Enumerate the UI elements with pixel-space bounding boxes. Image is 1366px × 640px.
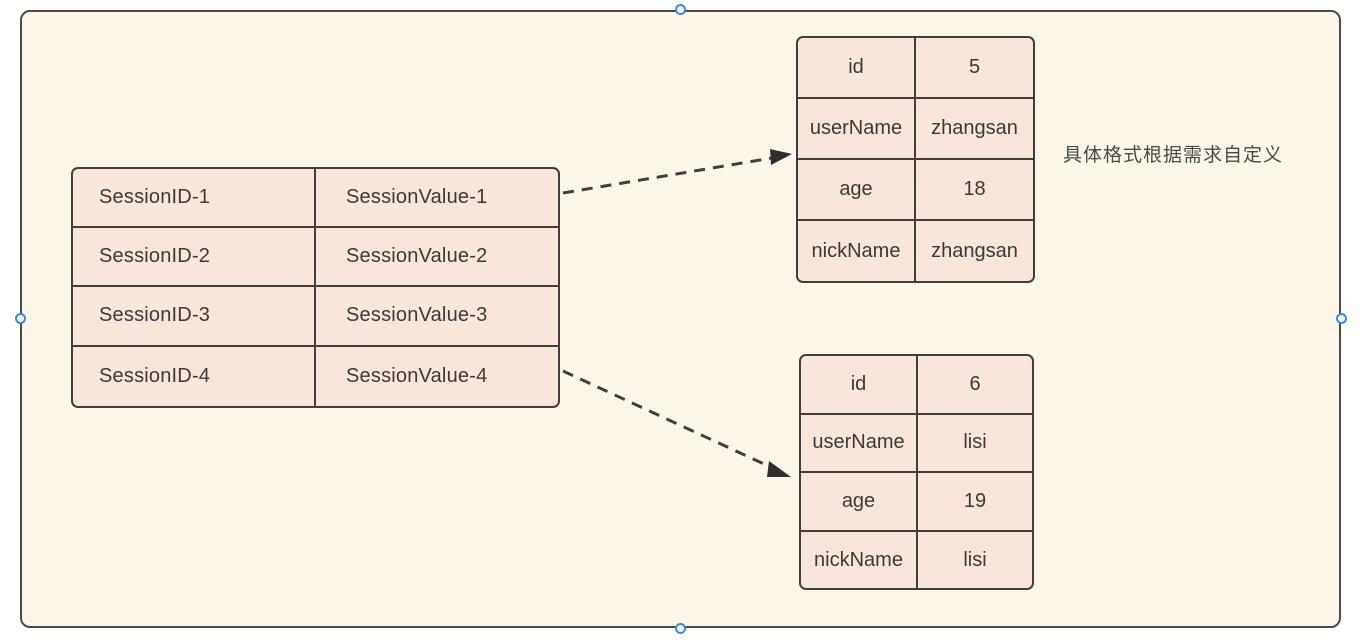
resize-handle-top[interactable] bbox=[675, 4, 686, 15]
field-value-cell: 18 bbox=[963, 178, 986, 200]
table-row[interactable]: SessionID-2 SessionValue-2 bbox=[73, 228, 558, 288]
table-row[interactable]: SessionID-3 SessionValue-3 bbox=[73, 287, 558, 347]
session-store-table[interactable]: SessionID-1 SessionValue-1 SessionID-2 S… bbox=[71, 167, 560, 408]
table-row[interactable]: userName zhangsan bbox=[798, 99, 1033, 160]
field-value-cell: 5 bbox=[968, 56, 981, 78]
session-id-cell: SessionID-4 bbox=[73, 346, 316, 406]
field-value-cell: lisi bbox=[963, 549, 987, 572]
field-name-cell: userName bbox=[801, 414, 918, 471]
table-row[interactable]: nickName zhangsan bbox=[798, 221, 1033, 281]
field-name-cell: age bbox=[798, 160, 916, 219]
field-name-cell: nickName bbox=[798, 221, 916, 281]
session-value-cell: SessionValue-3 bbox=[346, 304, 488, 327]
field-value-cell: 6 bbox=[969, 372, 981, 395]
table-row[interactable]: id 5 bbox=[798, 38, 1033, 99]
field-name-cell: nickName bbox=[801, 531, 918, 588]
table-row[interactable]: age 19 bbox=[801, 473, 1032, 532]
session-id-cell: SessionID-2 bbox=[73, 228, 316, 286]
session-value-cell: SessionValue-4 bbox=[346, 364, 488, 387]
field-value-cell: zhangsan bbox=[931, 240, 1018, 262]
table-row[interactable]: SessionID-4 SessionValue-4 bbox=[73, 346, 558, 406]
annotation-text: 具体格式根据需求自定义 bbox=[1063, 145, 1284, 166]
resize-handle-left[interactable] bbox=[15, 313, 26, 324]
session-id-cell: SessionID-3 bbox=[73, 287, 316, 345]
field-value-cell: zhangsan bbox=[931, 117, 1018, 139]
session-value-detail-zhangsan[interactable]: id 5 userName zhangsan age 18 nickName z… bbox=[796, 36, 1035, 283]
field-name-cell: age bbox=[801, 473, 918, 530]
table-row[interactable]: age 18 bbox=[798, 160, 1033, 221]
session-id-cell: SessionID-1 bbox=[73, 169, 316, 227]
resize-handle-bottom[interactable] bbox=[675, 623, 686, 634]
resize-handle-right[interactable] bbox=[1336, 313, 1347, 324]
session-value-cell: SessionValue-2 bbox=[346, 245, 488, 268]
field-name-cell: id bbox=[801, 356, 918, 413]
field-name-cell: userName bbox=[798, 99, 916, 158]
table-row[interactable]: id 6 bbox=[801, 356, 1032, 415]
table-row[interactable]: SessionID-1 SessionValue-1 bbox=[73, 169, 558, 229]
field-value-cell: 19 bbox=[963, 489, 987, 512]
session-value-detail-lisi[interactable]: id 6 userName lisi age 19 nickName lisi bbox=[799, 354, 1034, 590]
table-row[interactable]: userName lisi bbox=[801, 414, 1032, 473]
field-name-cell: id bbox=[798, 38, 916, 97]
table-row[interactable]: nickName lisi bbox=[801, 531, 1032, 588]
session-value-cell: SessionValue-1 bbox=[346, 186, 488, 209]
field-value-cell: lisi bbox=[963, 431, 987, 454]
